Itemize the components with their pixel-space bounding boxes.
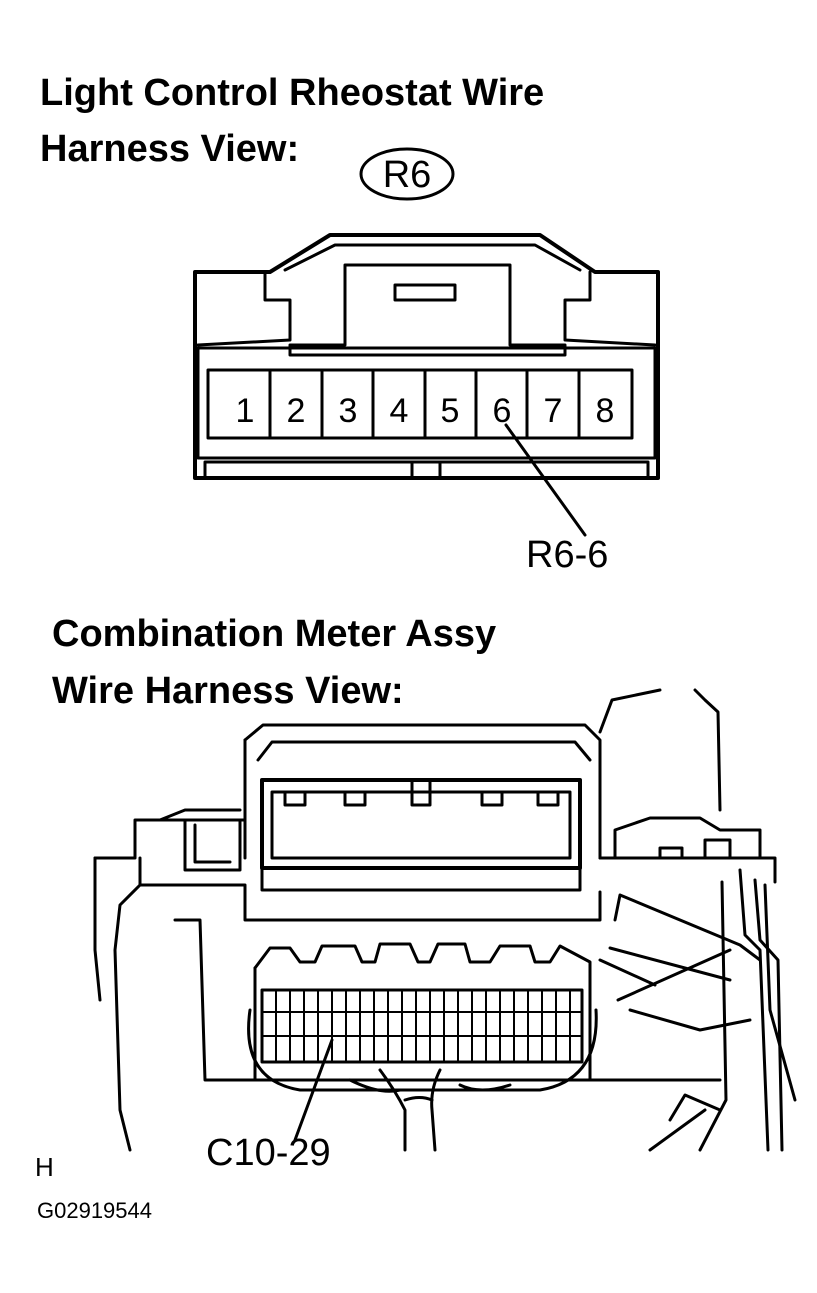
- rheostat-pin-5: 5: [441, 392, 460, 430]
- meter-connector: [93, 688, 797, 1152]
- rheostat-pin-6: 6: [493, 392, 512, 430]
- rheostat-pin-4: 4: [390, 392, 409, 430]
- rheostat-pin-numbers: 1 2 3 4 5 6 7 8: [236, 392, 615, 430]
- meter-title-line2: Wire Harness View:: [52, 670, 404, 712]
- meter-callout-leader: [293, 1038, 334, 1142]
- meter-callout: C10-29: [206, 1132, 331, 1174]
- rheostat-title-line2: Harness View:: [40, 128, 300, 170]
- rheostat-pin-1: 1: [236, 392, 255, 430]
- rheostat-pin-3: 3: [339, 392, 358, 430]
- rheostat-connector-id: R6: [383, 154, 432, 196]
- rheostat-pin-7: 7: [544, 392, 563, 430]
- rheostat-title-line1: Light Control Rheostat Wire: [40, 72, 545, 114]
- figure-code: G02919544: [37, 1198, 152, 1223]
- rheostat-pin-2: 2: [287, 392, 306, 430]
- meter-title-line1: Combination Meter Assy: [52, 613, 497, 655]
- rheostat-callout: R6-6: [526, 534, 608, 576]
- rheostat-connector-id-badge: R6: [359, 147, 455, 201]
- rheostat-connector: [193, 233, 660, 480]
- footer-mark: H: [35, 1152, 54, 1182]
- rheostat-pin-8: 8: [596, 392, 615, 430]
- rheostat-callout-leader: [504, 423, 587, 537]
